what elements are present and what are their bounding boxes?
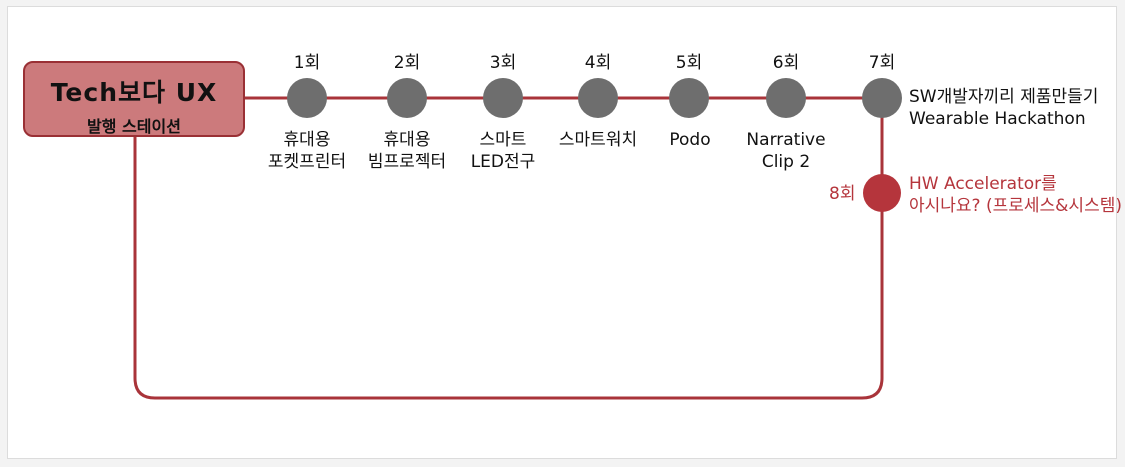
station-dot-7 — [862, 78, 902, 118]
station-dot-4 — [578, 78, 618, 118]
station-desc-6: Narrative Clip 2 — [746, 129, 825, 173]
station-label-5: 5회 — [675, 53, 703, 73]
station-desc-line: LED전구 — [470, 152, 536, 172]
station-desc-line: Narrative — [746, 130, 826, 150]
station-dot-3 — [483, 78, 523, 118]
station-desc-5: Podo — [669, 129, 710, 151]
station-dot-2 — [387, 78, 427, 118]
branch-station-label: 8회 — [829, 184, 856, 204]
station-desc-2: 휴대용 빔프로젝터 — [368, 129, 446, 173]
station-desc-7: SW개발자끼리 제품만들기 Wearable Hackathon — [909, 86, 1098, 130]
station-desc-line: Wearable Hackathon — [909, 109, 1086, 129]
start-station-box: Tech보다 UX 발행 스테이션 — [23, 61, 245, 137]
station-label-6: 6회 — [772, 53, 800, 73]
station-label-1: 1회 — [293, 53, 321, 73]
station-desc-line: SW개발자끼리 제품만들기 — [909, 87, 1099, 107]
station-desc-line: 스마트 — [479, 130, 527, 150]
station-dot-5 — [669, 78, 709, 118]
branch-station-dot — [863, 174, 901, 212]
station-label-3: 3회 — [489, 53, 517, 73]
station-desc-line: 포켓프린터 — [267, 152, 347, 172]
station-dot-6 — [766, 78, 806, 118]
station-desc-line: Podo — [669, 130, 711, 150]
station-desc-1: 휴대용 포켓프린터 — [268, 129, 346, 173]
station-desc-line: 빔프로젝터 — [367, 152, 447, 172]
station-desc-line: 휴대용 — [383, 130, 431, 150]
station-desc-line: 휴대용 — [283, 130, 331, 150]
start-title: Tech보다 UX — [50, 78, 218, 107]
route-line-loop — [133, 98, 884, 400]
station-desc-line: Clip 2 — [761, 152, 811, 172]
station-label-2: 2회 — [393, 53, 421, 73]
branch-station-desc: HW Accelerator를 아시나요? (프로세스&시스템) — [909, 173, 1122, 217]
station-label-4: 4회 — [584, 53, 612, 73]
station-desc-3: 스마트 LED전구 — [471, 129, 536, 173]
station-desc-4: 스마트워치 — [559, 129, 637, 151]
start-subtitle: 발행 스테이션 — [87, 117, 181, 136]
station-label-7: 7회 — [868, 53, 896, 73]
branch-desc-line: HW Accelerator를 — [909, 174, 1057, 194]
station-dot-1 — [287, 78, 327, 118]
station-desc-line: 스마트워치 — [558, 130, 638, 150]
branch-desc-line: 아시나요? (프로세스&시스템) — [909, 196, 1122, 216]
station-dots — [287, 78, 902, 212]
